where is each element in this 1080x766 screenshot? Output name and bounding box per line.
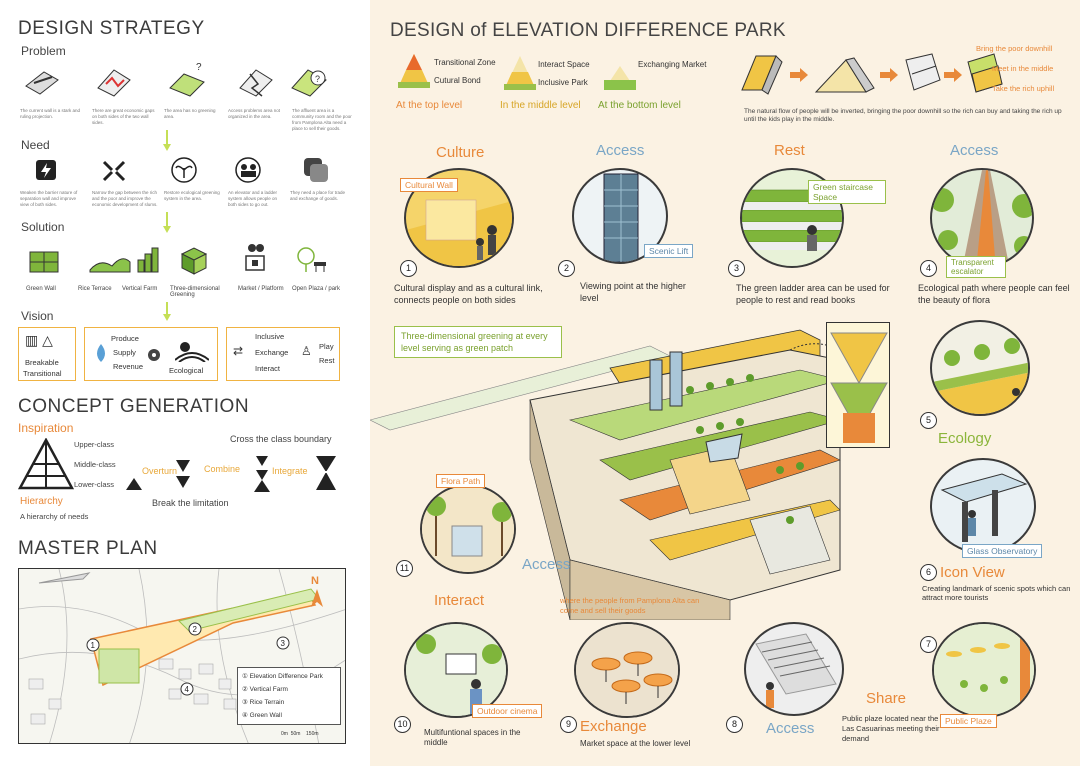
green-staircase-tag: Green staircase Space bbox=[808, 180, 886, 204]
bottom-level-pyramid-icon bbox=[604, 66, 636, 90]
glass-observatory-tag: Glass Observatory bbox=[962, 544, 1043, 558]
gap-icon bbox=[97, 69, 131, 97]
outdoor-cinema-tag: Outdoor cinema bbox=[472, 704, 543, 718]
green-patch-tag: Three-dimensional greening at every leve… bbox=[394, 326, 562, 358]
pyramid-icon bbox=[18, 438, 74, 490]
flora-path-illustration bbox=[420, 484, 516, 574]
ecological-path-illustration bbox=[930, 168, 1034, 268]
field-icon bbox=[175, 342, 209, 362]
lightning-icon bbox=[36, 160, 56, 180]
culture-illustration bbox=[404, 168, 514, 268]
svg-text:3: 3 bbox=[281, 639, 286, 648]
solution-heading: Solution bbox=[21, 220, 65, 234]
master-plan-map: 1 2 3 4 N ① Elevation Difference Park ② … bbox=[18, 568, 346, 744]
svg-text:?: ? bbox=[196, 62, 202, 73]
flora-path-tag: Flora Path bbox=[436, 474, 486, 488]
market-icon: ? bbox=[291, 69, 327, 97]
solution-icons bbox=[29, 244, 326, 275]
svg-text:2: 2 bbox=[193, 625, 198, 634]
arrows-inward-icon bbox=[102, 160, 126, 182]
vision-box-ecological: Produce Supply Revenue Ecological bbox=[84, 327, 218, 381]
concept-generation-title: CONCEPT GENERATION bbox=[18, 396, 250, 417]
seesaw-icon: ♙ bbox=[301, 344, 312, 358]
building-icon: ▥ △ bbox=[25, 332, 53, 348]
middle-level-pyramid-icon bbox=[504, 56, 536, 90]
people-icon bbox=[235, 157, 261, 183]
gear-icon bbox=[148, 349, 160, 361]
scenic-lift-tag: Scenic Lift bbox=[644, 244, 694, 258]
cultural-wall-tag: Cultural Wall bbox=[400, 178, 458, 192]
scale-bar: 0m 50m 150m bbox=[281, 731, 319, 737]
left-panel: DESIGN STRATEGY Problem ? ? The current … bbox=[0, 0, 366, 766]
svg-text:4: 4 bbox=[185, 685, 190, 694]
greening-cube-icon bbox=[180, 247, 208, 275]
design-strategy-title: DESIGN STRATEGY bbox=[18, 18, 205, 39]
svg-text:1: 1 bbox=[91, 641, 96, 650]
plant-icon bbox=[171, 157, 197, 183]
open-plaza-icon bbox=[297, 247, 326, 272]
glass-observatory-illustration bbox=[930, 458, 1036, 554]
wall-icon bbox=[25, 71, 59, 95]
right-panel: DESIGN of ELEVATION DIFFERENCE PARK Tran… bbox=[370, 0, 1080, 766]
exchange-icon bbox=[304, 158, 328, 182]
flow-diagram bbox=[741, 53, 1003, 95]
svg-text:?: ? bbox=[315, 74, 320, 84]
problem-heading: Problem bbox=[21, 44, 66, 58]
problem-icons: ? ? bbox=[25, 62, 327, 97]
exchange-market-illustration bbox=[574, 622, 680, 718]
vision-heading: Vision bbox=[21, 309, 54, 323]
map-legend: ① Elevation Difference Park ② Vertical F… bbox=[237, 667, 341, 725]
market-platform-icon bbox=[245, 244, 265, 271]
public-plaze-illustration bbox=[932, 622, 1036, 718]
concept-steps bbox=[126, 456, 336, 492]
vision-box-inclusive: Inclusive Exchange Interact Play Rest ⇄ … bbox=[226, 327, 340, 381]
public-plaze-tag: Public Plaze bbox=[940, 714, 997, 728]
vertical-farm-icon bbox=[137, 247, 159, 273]
compass-icon bbox=[311, 589, 323, 607]
need-heading: Need bbox=[21, 138, 50, 152]
green-wall-icon bbox=[29, 251, 59, 273]
access-icon bbox=[239, 69, 273, 97]
need-icons bbox=[36, 157, 328, 183]
park-axonometric bbox=[370, 329, 842, 620]
park-title: DESIGN of ELEVATION DIFFERENCE PARK bbox=[390, 20, 786, 41]
green-wall-detail bbox=[826, 322, 890, 448]
water-drop-icon bbox=[97, 344, 105, 362]
ecology-illustration bbox=[930, 320, 1030, 416]
top-level-pyramid-icon bbox=[398, 54, 430, 88]
transparent-escalator-tag: Transparent escalator bbox=[946, 256, 1006, 278]
exchange-people-icon: ⇄ bbox=[233, 344, 244, 358]
access-staircase-illustration bbox=[744, 622, 844, 716]
greening-icon: ? bbox=[169, 62, 205, 97]
north-arrow: N bbox=[311, 575, 319, 587]
inspiration-heading: Inspiration bbox=[18, 421, 74, 435]
vision-box-transitional: ▥ △ Breakable Transitional bbox=[18, 327, 76, 381]
master-plan-title: MASTER PLAN bbox=[18, 538, 158, 559]
rice-terrace-icon bbox=[89, 258, 131, 273]
